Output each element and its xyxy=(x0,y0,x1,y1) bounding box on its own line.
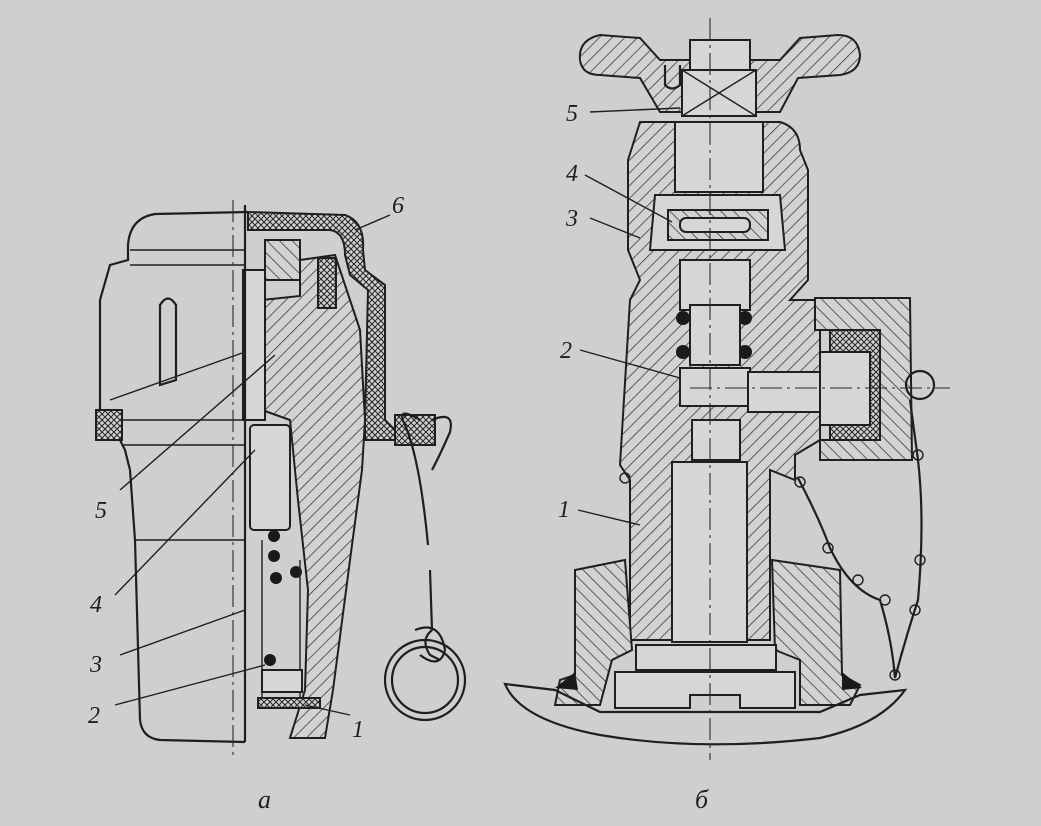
gland-washer xyxy=(679,217,751,233)
left-gasket xyxy=(317,257,337,309)
base-bottom xyxy=(635,644,777,671)
left-sleeve xyxy=(242,269,266,421)
valve-seat xyxy=(691,419,741,461)
spring-coils xyxy=(264,530,302,688)
outlet-bore xyxy=(747,371,829,413)
valve-chain xyxy=(797,399,923,679)
right-callout-4: 4 xyxy=(566,161,578,187)
spindle xyxy=(689,304,741,366)
cap-outline xyxy=(98,210,249,744)
left-plunger xyxy=(249,424,291,531)
left-callout-4: 4 xyxy=(90,592,102,618)
chain-links xyxy=(619,449,926,681)
left-body-section xyxy=(261,253,367,739)
caption-left: а xyxy=(258,785,271,814)
left-callout-2: 2 xyxy=(88,703,100,729)
left-callout-3: 3 xyxy=(89,652,102,678)
handwheel-nut xyxy=(689,39,751,71)
base-spigot xyxy=(614,671,796,709)
left-callout-6: 6 xyxy=(392,193,404,219)
left-bottom-seat xyxy=(261,669,303,693)
left-valve-view: 6 5 4 3 2 1 а xyxy=(88,193,467,814)
right-callout-1: 1 xyxy=(558,497,570,523)
left-lip-seal xyxy=(95,409,123,441)
right-leaders xyxy=(577,107,681,526)
left-callout-5: 5 xyxy=(95,498,107,524)
tank-wall xyxy=(503,682,908,746)
outlet-cap xyxy=(814,297,914,461)
caption-right: б xyxy=(695,785,709,814)
o-rings xyxy=(676,311,752,359)
left-callout-1: 1 xyxy=(352,717,364,743)
right-valve-view: 5 4 3 2 1 б xyxy=(503,18,950,814)
safety-pin xyxy=(383,412,467,722)
right-callout-5: 5 xyxy=(566,101,578,127)
left-cap-rubber xyxy=(247,210,396,441)
stem-lower xyxy=(679,259,751,311)
right-callout-3: 3 xyxy=(565,206,578,232)
valve-disc xyxy=(679,367,751,407)
left-bottom-seal xyxy=(257,697,321,709)
left-cap-inner xyxy=(264,239,301,281)
cap-slot xyxy=(158,297,178,387)
chain-knob xyxy=(904,369,936,401)
stem-upper xyxy=(674,121,764,193)
right-callout-2: 2 xyxy=(560,338,572,364)
left-leaders xyxy=(114,214,391,716)
base-flange-right xyxy=(770,558,862,706)
